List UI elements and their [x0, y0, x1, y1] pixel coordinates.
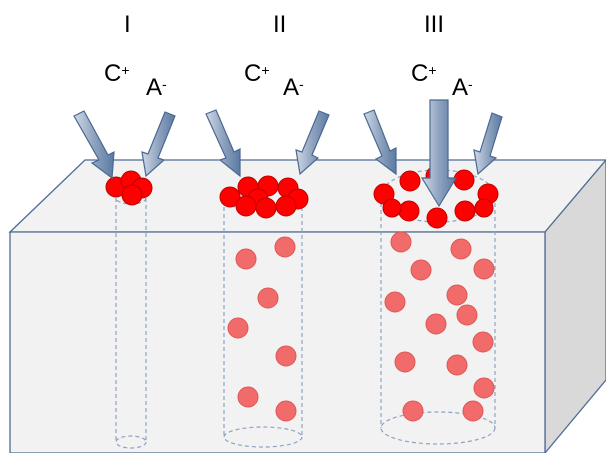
label-column-1: I: [124, 11, 131, 38]
anion-label-3: A-: [452, 74, 473, 101]
arrow-anion-1: [141, 111, 176, 178]
bulk-particle: [257, 287, 279, 309]
label-column-3: III: [424, 11, 445, 38]
bulk-particle: [402, 400, 424, 422]
bulk-particle: [274, 236, 296, 258]
surface-particles-1: [105, 170, 153, 206]
surface-particle: [399, 170, 421, 192]
arrows-2: [205, 109, 330, 178]
bulk-particle: [473, 377, 495, 399]
bulk-particles-3: [384, 231, 495, 422]
arrow-big-3: [420, 99, 458, 208]
bulk-particles-2: [227, 236, 297, 422]
bulk-particle: [446, 284, 468, 306]
bulk-particle: [390, 231, 412, 253]
bulk-particle: [450, 238, 472, 260]
bulk-particle: [462, 400, 484, 422]
bulk-particle: [425, 313, 447, 335]
bulk-particle: [384, 291, 406, 313]
surface-particle: [275, 195, 297, 217]
bulk-particle: [446, 354, 468, 376]
surface-particle: [453, 169, 475, 191]
anion-label-1: A-: [146, 74, 167, 101]
bulk-particle: [472, 331, 494, 353]
surface-particle: [219, 186, 241, 208]
bulk-particle: [456, 304, 478, 326]
bulk-particle: [394, 351, 416, 373]
arrow-anion-3: [473, 112, 503, 176]
surface-particle: [121, 184, 143, 206]
arrows-1: [73, 110, 176, 180]
bulk-particle: [237, 386, 259, 408]
anion-label-2: A-: [283, 74, 304, 101]
surface-particle: [426, 207, 448, 229]
surface-particle: [382, 198, 402, 218]
arrows-3: [363, 99, 503, 208]
bulk-particle: [410, 259, 432, 281]
arrow-cation-2: [205, 109, 241, 178]
surface-particle: [398, 200, 420, 222]
arrow-cation-3: [363, 109, 397, 176]
surface-particle: [235, 195, 257, 217]
bulk-particle: [235, 248, 257, 270]
substrate-block: [8, 158, 606, 455]
arrow-anion-2: [295, 110, 330, 176]
surface-particles-2: [219, 175, 309, 219]
surface-particle: [474, 198, 494, 218]
cation-label-3: C+: [411, 60, 437, 87]
surface-particle: [454, 200, 476, 222]
bulk-particle: [473, 258, 495, 280]
surface-particle: [255, 197, 277, 219]
cation-label-1: C+: [104, 60, 130, 87]
cation-label-2: C+: [244, 60, 270, 87]
bulk-particle: [227, 317, 249, 339]
block-front-face: [9, 231, 546, 454]
label-column-2: II: [273, 11, 287, 38]
arrow-cation-1: [73, 110, 115, 180]
bulk-particle: [275, 400, 297, 422]
bulk-particle: [275, 345, 297, 367]
